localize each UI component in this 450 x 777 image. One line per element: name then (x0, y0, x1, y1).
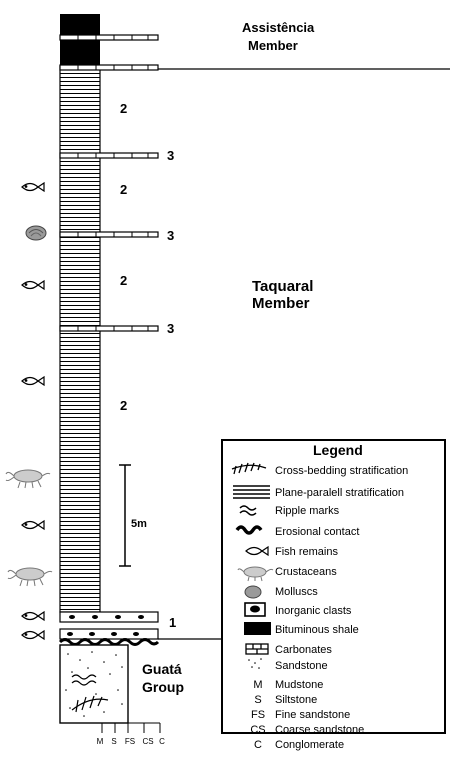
cross-bedding-icon (231, 462, 267, 475)
bed-number: 2 (120, 101, 127, 116)
legend-label: Carbonates (275, 644, 332, 656)
legend-abbrev-label: Conglomerate (275, 739, 344, 751)
sandstone-icon (248, 658, 262, 669)
legend-box (221, 439, 446, 734)
mollusc-icon (244, 585, 262, 599)
legend-abbrev-label: Coarse sandstone (275, 724, 364, 736)
fish-icon (21, 610, 45, 622)
legend-abbrev-label: Siltstone (275, 694, 317, 706)
scale-bar-label: 5m (131, 518, 147, 530)
bed-number: 1 (169, 615, 176, 630)
inorganic-clast-icon (244, 602, 266, 617)
assistencia-member-label: Member (248, 38, 298, 53)
fish-icon (21, 181, 45, 193)
legend-label: Cross-bedding stratification (275, 465, 408, 477)
erosional-contact-icon (235, 525, 263, 535)
legend-label: Ripple marks (275, 505, 340, 517)
legend-label: Crustaceans (275, 566, 337, 578)
legend-label: Fish remains (275, 546, 338, 558)
grain-axis-label: C (159, 737, 165, 746)
carbonate-icon (245, 643, 269, 655)
bed-number: 2 (120, 273, 127, 288)
assistencia-member-label: Assistência (242, 20, 315, 35)
stratigraphic-column: M S FS CS C (58, 14, 450, 746)
carbonate-bed (59, 64, 159, 71)
legend-label: Sandstone (275, 660, 328, 672)
fish-icon (21, 519, 45, 531)
legend-abbrev-label: Mudstone (275, 679, 323, 691)
legend-abbrev-code: C (254, 739, 262, 751)
inorganic-clast-bed (59, 628, 159, 640)
carbonate-beds (59, 34, 159, 332)
fish-icon (21, 375, 45, 387)
taquaral-member-label: Taquaral (252, 278, 313, 295)
legend-abbrev-code: FS (251, 709, 265, 721)
sandstone-dots (65, 651, 123, 717)
grain-axis-label: CS (142, 737, 153, 746)
crustacean-icon (237, 566, 274, 582)
guata-group-label: Group (142, 679, 184, 695)
bed-number: 2 (120, 182, 127, 197)
plane-parallel-icon (233, 485, 270, 499)
fish-icon (21, 629, 45, 641)
taquaral-shale-body (59, 65, 101, 613)
crustacean-icon (7, 567, 53, 587)
bed-number: 3 (167, 148, 174, 163)
carbonate-bed (59, 152, 159, 159)
scale-bar (119, 464, 131, 567)
legend-label: Inorganic clasts (275, 605, 352, 617)
legend-abbrev-code: M (253, 679, 262, 691)
bed-number: 3 (167, 321, 174, 336)
grain-axis-label: M (97, 737, 104, 746)
legend-abbrev-code: S (254, 694, 261, 706)
carbonate-bed (59, 325, 159, 332)
legend-abbrev-code: CS (250, 724, 265, 736)
legend-label: Erosional contact (275, 526, 359, 538)
grain-axis-label: FS (125, 737, 135, 746)
erosional-contact (58, 638, 160, 646)
legend-label: Plane-paralell stratification (275, 487, 404, 499)
grain-size-axis (60, 722, 161, 733)
carbonate-bed (59, 34, 159, 41)
legend-label: Bituminous shale (275, 624, 359, 636)
carbonate-bed (59, 231, 159, 238)
inorganic-clast-bed (59, 611, 159, 623)
mollusc-icon (25, 225, 47, 241)
cross-bedding-in-column (71, 695, 109, 713)
legend-label: Molluscs (275, 586, 318, 598)
taquaral-member-label: Member (252, 295, 310, 312)
guata-group-label: Guatá (142, 661, 182, 677)
legend-abbrev-label: Fine sandstone (275, 709, 350, 721)
bituminous-shale-icon (244, 622, 271, 635)
guata-sandstone-bed (59, 644, 129, 724)
legend: Legend (221, 439, 446, 751)
ripple-marks-in-column (71, 674, 97, 686)
ripple-marks-icon (239, 505, 257, 516)
fish-icon (245, 545, 269, 557)
fish-icon (21, 279, 45, 291)
legend-title: Legend (313, 442, 363, 458)
bed-number: 2 (120, 398, 127, 413)
grain-axis-label: S (111, 737, 116, 746)
crustacean-icon (5, 469, 51, 489)
bed-number: 3 (167, 228, 174, 243)
